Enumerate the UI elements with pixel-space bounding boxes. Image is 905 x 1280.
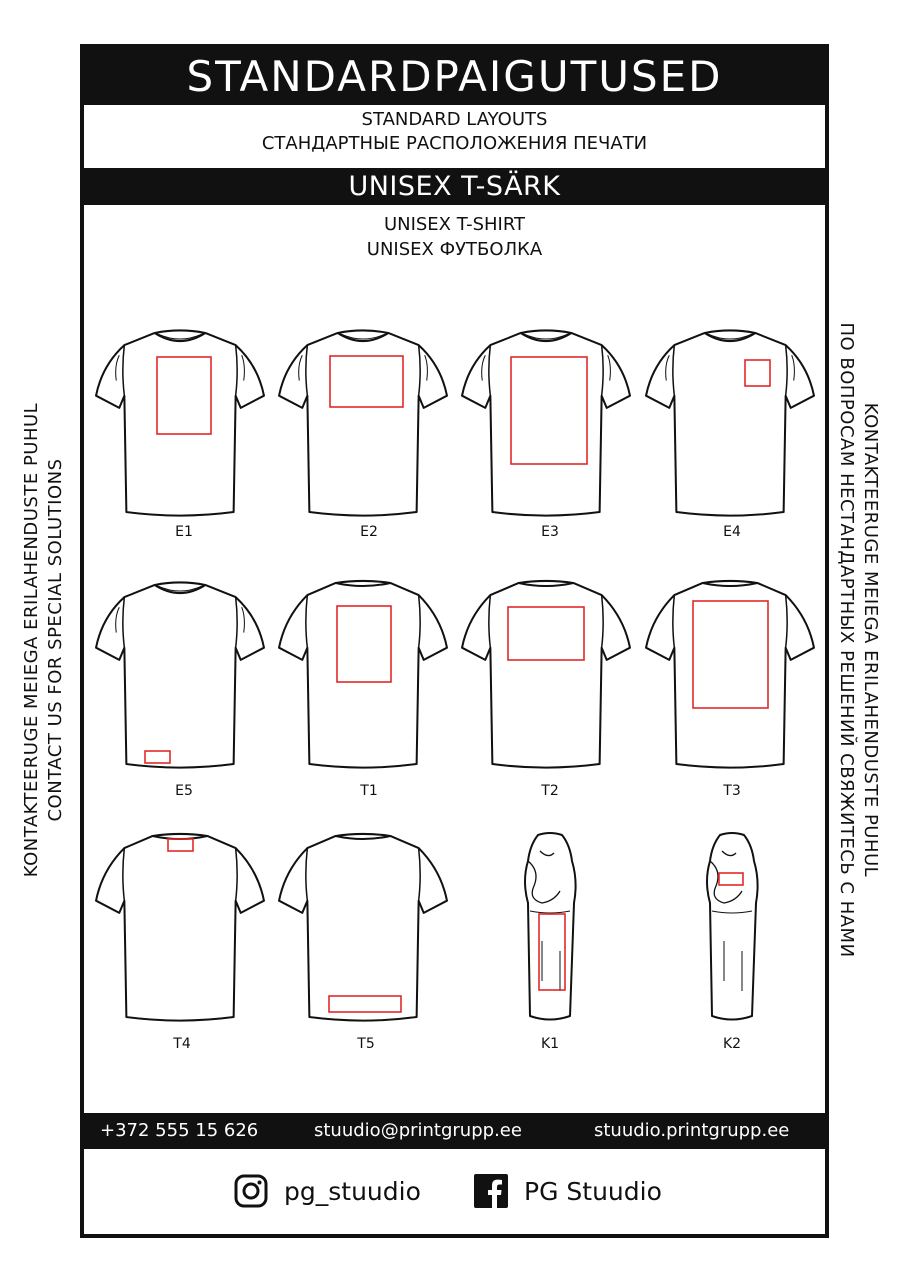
print-area (744, 359, 771, 387)
phone-number[interactable]: +372 555 15 626 (100, 1120, 259, 1141)
layout-k1: K1 (523, 831, 577, 1052)
layout-label: T2 (540, 783, 558, 799)
layout-label: E2 (360, 524, 378, 540)
print-area (336, 605, 392, 683)
layout-t2: T2 (461, 579, 631, 799)
print-area (692, 600, 769, 709)
layout-label: T1 (359, 783, 377, 799)
section-subtitle: UNISEX T-SHIRT UNISEX ФУТБОЛКА (84, 212, 825, 262)
layout-label: E4 (723, 524, 741, 540)
layout-label: E3 (541, 524, 559, 540)
instagram-link[interactable]: pg_stuudio (234, 1174, 421, 1208)
layout-e4: E4 (645, 329, 815, 540)
layout-e2: E2 (278, 329, 448, 540)
website-link[interactable]: stuudio.printgrupp.ee (594, 1120, 790, 1141)
layout-label: T4 (172, 1036, 191, 1052)
side-note-left-line2: CONTACT US FOR SPECIAL SOLUTIONS (45, 458, 66, 822)
subtitle-en: STANDARD LAYOUTS (361, 109, 548, 130)
section-subtitle-ru: UNISEX ФУТБОЛКА (366, 239, 543, 260)
layout-t5: T5 (278, 832, 448, 1052)
layout-e3: E3 (461, 329, 631, 540)
subtitle-ru: СТАНДАРТНЫЕ РАСПОЛОЖЕНИЯ ПЕЧАТИ (261, 133, 648, 154)
layout-t4: T4 (95, 832, 265, 1052)
print-area (507, 606, 585, 661)
facebook-page: PG Stuudio (524, 1176, 662, 1206)
email-link[interactable]: stuudio@printgrupp.ee (314, 1120, 522, 1141)
layout-k2: K2 (705, 831, 759, 1052)
print-area (167, 838, 194, 852)
section-subtitle-en: UNISEX T-SHIRT (383, 214, 526, 235)
print-area (156, 356, 212, 435)
contact-bar: +372 555 15 626 stuudio@printgrupp.ee st… (84, 1113, 825, 1149)
print-area (328, 995, 402, 1013)
facebook-icon (474, 1174, 508, 1208)
instagram-icon (234, 1174, 268, 1208)
layout-label: T3 (722, 783, 740, 799)
print-area (144, 750, 171, 764)
social-links: pg_stuudio PG Stuudio (84, 1164, 825, 1224)
print-area (538, 913, 566, 991)
layout-t3: T3 (645, 579, 815, 799)
side-note-left-line1: KONTAKTEERUGE MEIEGA ERILAHENDUSTE PUHUL (21, 402, 42, 878)
layout-e5: E5 (95, 581, 265, 799)
layout-t1: T1 (278, 579, 448, 799)
side-note-right: KONTAKTEERUGE MEIEGA ERILAHENDUSTE PUHUL… (834, 322, 882, 957)
layout-label: K2 (723, 1036, 741, 1052)
print-area (718, 872, 744, 886)
section-title: UNISEX T-SÄRK (84, 168, 825, 205)
layout-label: T5 (356, 1036, 374, 1052)
print-area (329, 355, 404, 408)
layout-sheet: STANDARDPAIGUTUSED STANDARD LAYOUTS СТАН… (80, 44, 829, 1238)
page-title: STANDARDPAIGUTUSED (84, 48, 825, 105)
layout-label: E1 (175, 524, 193, 540)
side-note-right-line1: KONTAKTEERUGE MEIEGA ERILAHENDUSTE PUHUL (860, 402, 881, 878)
side-note-left: KONTAKTEERUGE MEIEGA ERILAHENDUSTE PUHUL… (20, 403, 68, 877)
facebook-link[interactable]: PG Stuudio (474, 1174, 662, 1208)
layout-e1: E1 (95, 329, 265, 540)
page-subtitle: STANDARD LAYOUTS СТАНДАРТНЫЕ РАСПОЛОЖЕНИ… (84, 108, 825, 156)
layout-grid: E1 E2 E3 E4 E5 T1 (95, 329, 815, 1052)
layout-label: K1 (541, 1036, 559, 1052)
side-note-right-line2: ПО ВОПРОСАМ НЕСТАНДАРТНЫХ РЕШЕНИЙ СВЯЖИТ… (836, 322, 857, 958)
instagram-handle: pg_stuudio (284, 1176, 421, 1206)
print-area (510, 356, 588, 465)
layout-label: E5 (175, 783, 193, 799)
